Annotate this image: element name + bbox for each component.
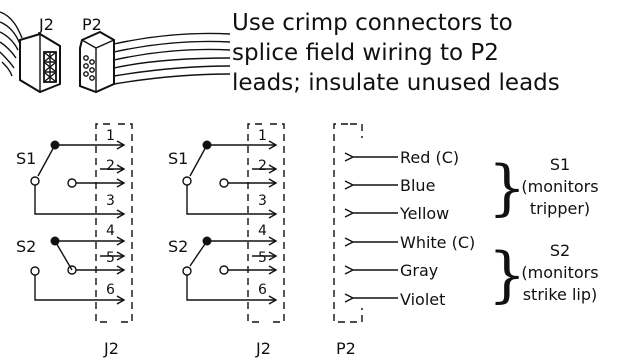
group-annotations: } } S1 (monitors tripper) S2 (monitors s…: [488, 153, 599, 310]
lead-violet: Violet: [400, 290, 445, 309]
pin-4-mid: 4: [258, 223, 267, 239]
lead-gray: Gray: [400, 261, 438, 280]
s2-contact-a: [30, 266, 40, 276]
pin-6-mid: 6: [258, 282, 267, 298]
connector-illustration: J2 P2: [0, 11, 231, 94]
instruction-text: Use crimp connectors to splice field wir…: [232, 10, 560, 96]
pin-3-mid: 3: [258, 193, 267, 209]
group-s2-line2: (monitors: [521, 263, 598, 282]
s2-label-middle: S2: [168, 237, 188, 256]
lead-red: Red (C): [400, 148, 459, 167]
j2-pin-grid: [43, 51, 57, 83]
connector-p2-label: P2: [82, 15, 102, 34]
pin-5-left: 5: [106, 250, 115, 266]
group-s2-name: S2: [550, 241, 570, 260]
p2-bottom-label: P2: [336, 339, 356, 358]
brace-s1: }: [488, 153, 526, 223]
s1-label-left: S1: [16, 149, 36, 168]
j2-housing-left: [95, 123, 110, 323]
p2-leads: Red (C) Blue Yellow White (C) Gray Viole…: [333, 123, 475, 358]
group-s1-line2: (monitors: [521, 177, 598, 196]
pin-6-left: 6: [106, 282, 115, 298]
p2-housing-left: [333, 123, 348, 323]
pin-1-left: 1: [106, 128, 115, 144]
j2-bottom-label-middle: J2: [255, 339, 271, 358]
instruction-line-3: leads; insulate unused leads: [232, 70, 560, 96]
pin-4-left: 4: [106, 223, 115, 239]
lead-yellow: Yellow: [399, 204, 449, 223]
pin-2-mid: 2: [258, 158, 267, 174]
pin-2-left: 2: [106, 158, 115, 174]
pin-1-mid: 1: [258, 128, 267, 144]
s2-switch-arm: [54, 240, 73, 271]
connector-j2-label: J2: [38, 15, 54, 34]
group-s2-line3: strike lip): [523, 285, 598, 304]
s1-label-middle: S1: [168, 149, 188, 168]
j2-bottom-label-left: J2: [103, 339, 119, 358]
schematic-left: S1 S2 1 2 3 4 5 6: [16, 123, 133, 358]
pin-3-left: 3: [106, 193, 115, 209]
s1-contact-a: [30, 176, 40, 186]
instruction-line-1: Use crimp connectors to: [232, 10, 513, 36]
pin-5-mid: 5: [258, 250, 267, 266]
s1-switch-arm: [37, 144, 56, 177]
instruction-line-2: splice field wiring to P2: [232, 40, 499, 66]
j2-housing-middle: [247, 123, 262, 323]
s1-contact-b: [67, 178, 77, 188]
lead-white: White (C): [400, 233, 475, 252]
p2-pin-holes: [83, 55, 95, 81]
brace-s2: }: [488, 240, 526, 310]
group-s1-line3: tripper): [530, 199, 590, 218]
s2-label-left: S2: [16, 237, 36, 256]
group-s1-name: S1: [550, 155, 570, 174]
lead-blue: Blue: [400, 176, 435, 195]
schematic-middle: S1 S2 1 2 3 4 5 6 J2: [168, 123, 285, 358]
